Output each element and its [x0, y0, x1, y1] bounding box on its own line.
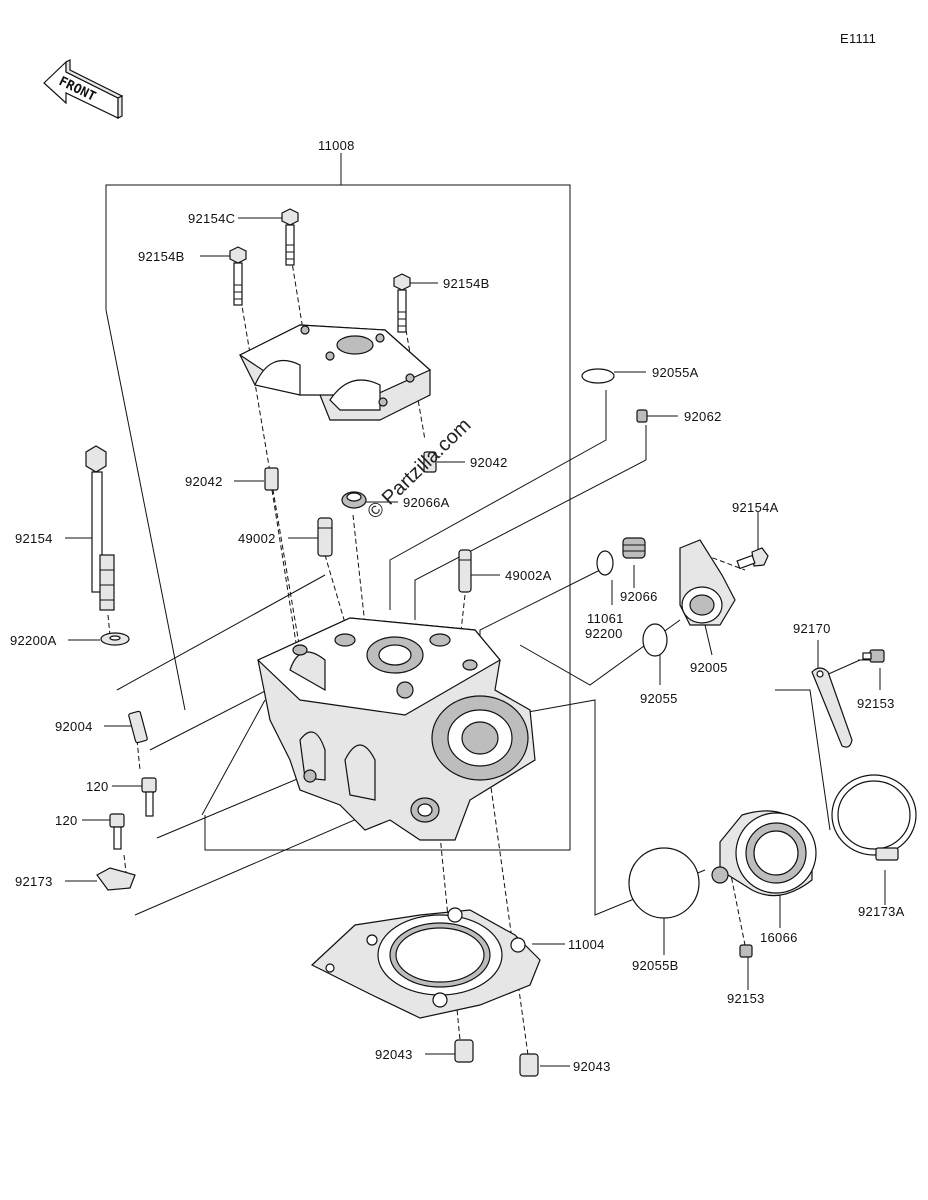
bolt-92154: [85, 445, 115, 611]
label-16066: 16066: [760, 930, 798, 945]
label-92153-top: 92153: [857, 696, 895, 711]
strap-hole: [816, 670, 824, 678]
label-92170: 92170: [793, 621, 831, 636]
label-92043-right: 92043: [573, 1059, 611, 1074]
label-92200A: 92200A: [10, 633, 57, 648]
washer-92200A: [100, 632, 130, 646]
plug-92062: [636, 409, 648, 423]
intake-16066: [711, 810, 817, 897]
cylinder-head: [256, 617, 536, 841]
label-92066A: 92066A: [403, 495, 450, 510]
label-92062: 92062: [684, 409, 722, 424]
bolt-92154B-left: [229, 246, 247, 306]
bolt-92154A: [736, 547, 769, 570]
bolt-92153-top: [862, 649, 885, 663]
stud-92004: [128, 710, 148, 744]
diagram-code: E1111: [840, 31, 876, 46]
label-11008: 11008: [318, 138, 355, 153]
label-92005: 92005: [690, 660, 728, 675]
dowel-92042-right: [423, 451, 437, 473]
dowel-92043-right: [519, 1053, 539, 1077]
assembly-bracket: [105, 153, 571, 851]
label-92043-left: 92043: [375, 1047, 413, 1062]
dowel-92043-left: [454, 1039, 474, 1063]
label-49002: 49002: [238, 531, 276, 546]
oring-11061: [596, 550, 614, 576]
bolt-92154B-right: [393, 273, 411, 333]
label-92154B-right: 92154B: [443, 276, 490, 291]
label-92153-bottom: 92153: [727, 991, 765, 1006]
label-120-top: 120: [86, 779, 109, 794]
label-92066: 92066: [620, 589, 658, 604]
part-labels: 11008 92154C 92154B 92154B 92055A 92062 …: [10, 138, 905, 1074]
clamp-92173: [96, 867, 136, 891]
oring-92055: [642, 623, 668, 657]
label-92154C: 92154C: [188, 211, 235, 226]
label-92154A: 92154A: [732, 500, 779, 515]
head-gasket-11004: [310, 907, 541, 1019]
bolt-92153-bottom: [739, 944, 753, 958]
label-92173A: 92173A: [858, 904, 905, 919]
label-92042-right: 92042: [470, 455, 508, 470]
label-11004: 11004: [568, 937, 605, 952]
front-arrow-icon: FRONT: [43, 59, 124, 119]
label-92173: 92173: [15, 874, 53, 889]
camshaft-cap: [238, 324, 432, 421]
strap-92170: [811, 667, 853, 748]
label-11061: 11061: [587, 611, 624, 626]
plug-92066A: [341, 491, 367, 509]
label-92042-left: 92042: [185, 474, 223, 489]
label-92154B-left: 92154B: [138, 249, 185, 264]
band-clamp-92173A: [831, 774, 917, 861]
label-120-bottom: 120: [55, 813, 78, 828]
bolt-120-bottom: [109, 813, 125, 850]
label-92055: 92055: [640, 691, 678, 706]
bolt-120-top: [141, 777, 157, 817]
valve-guide-49002: [317, 517, 333, 557]
oring-92055A: [581, 368, 615, 384]
label-92200: 92200: [585, 626, 623, 641]
label-92154: 92154: [15, 531, 53, 546]
label-92004: 92004: [55, 719, 93, 734]
valve-guide-49002A: [458, 549, 472, 593]
dowel-92042-left: [264, 467, 279, 491]
label-92055B: 92055B: [632, 958, 679, 973]
plug-92066: [622, 537, 646, 559]
bolt-92154C: [281, 208, 299, 266]
fitting-92005: [679, 539, 736, 626]
oring-92055B: [628, 847, 700, 919]
label-92055A: 92055A: [652, 365, 699, 380]
label-49002A: 49002A: [505, 568, 552, 583]
